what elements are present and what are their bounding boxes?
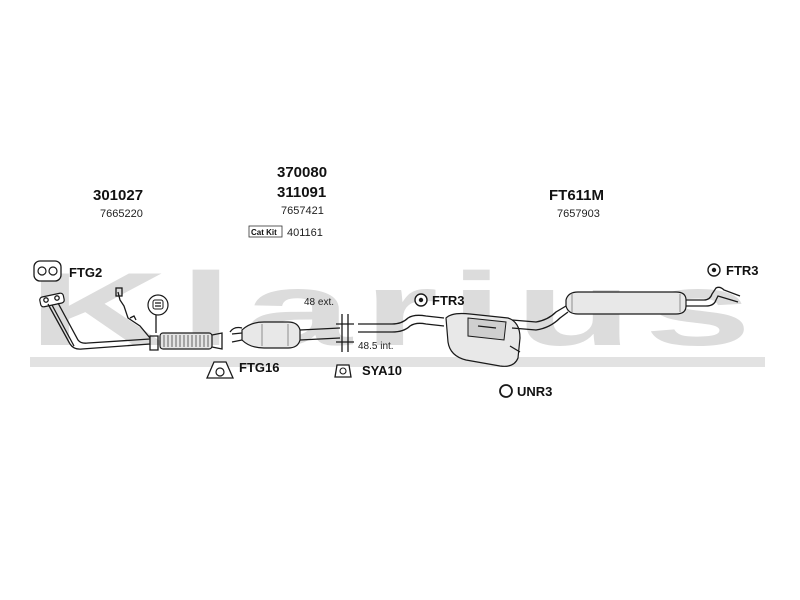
ftg16-gasket-icon <box>206 361 234 379</box>
flexi-section <box>159 332 223 350</box>
ftr3-mid-rubber-icon <box>414 293 428 307</box>
ftr3-rear-rubber-icon <box>707 263 721 277</box>
rear-system-ref: 7657903 <box>557 208 600 220</box>
rear-system-number: FT611M <box>549 187 604 204</box>
measurement-ext: 48 ext. <box>304 297 334 308</box>
unr3-label: UNR3 <box>517 384 552 399</box>
cat-kit-label: Cat Kit <box>251 228 277 237</box>
cat-kit-number: 401161 <box>287 227 323 239</box>
sya10-label: SYA10 <box>362 363 402 378</box>
centre-section-drawing <box>358 312 521 367</box>
rear-section-drawing <box>511 286 741 331</box>
watermark-band <box>30 357 765 367</box>
front-pipe-ref: 7665220 <box>100 208 143 220</box>
ftr3-mid-label: FTR3 <box>432 293 465 308</box>
front-pipe-drawing <box>39 287 159 351</box>
sya10-hanger-icon <box>334 364 352 378</box>
front-pipe-number: 301027 <box>93 187 143 204</box>
measurement-int: 48.5 int. <box>358 341 394 352</box>
catalyst-ref: 7657421 <box>281 205 324 217</box>
sensor-boss-icon <box>147 294 169 333</box>
ftr3-rear-label: FTR3 <box>726 263 759 278</box>
cat-kit-box <box>248 225 283 238</box>
ftg16-label: FTG16 <box>239 360 279 375</box>
catalyst-number-top: 370080 <box>277 164 327 181</box>
unr3-ring-icon <box>499 384 513 398</box>
ftg2-label: FTG2 <box>69 265 102 280</box>
cat-kit-badge: Cat Kit <box>248 225 283 238</box>
catalyst-number: 311091 <box>277 184 326 201</box>
joint-marker <box>336 314 354 352</box>
catalyst-drawing <box>229 321 341 349</box>
ftg2-gasket-icon <box>33 260 62 282</box>
